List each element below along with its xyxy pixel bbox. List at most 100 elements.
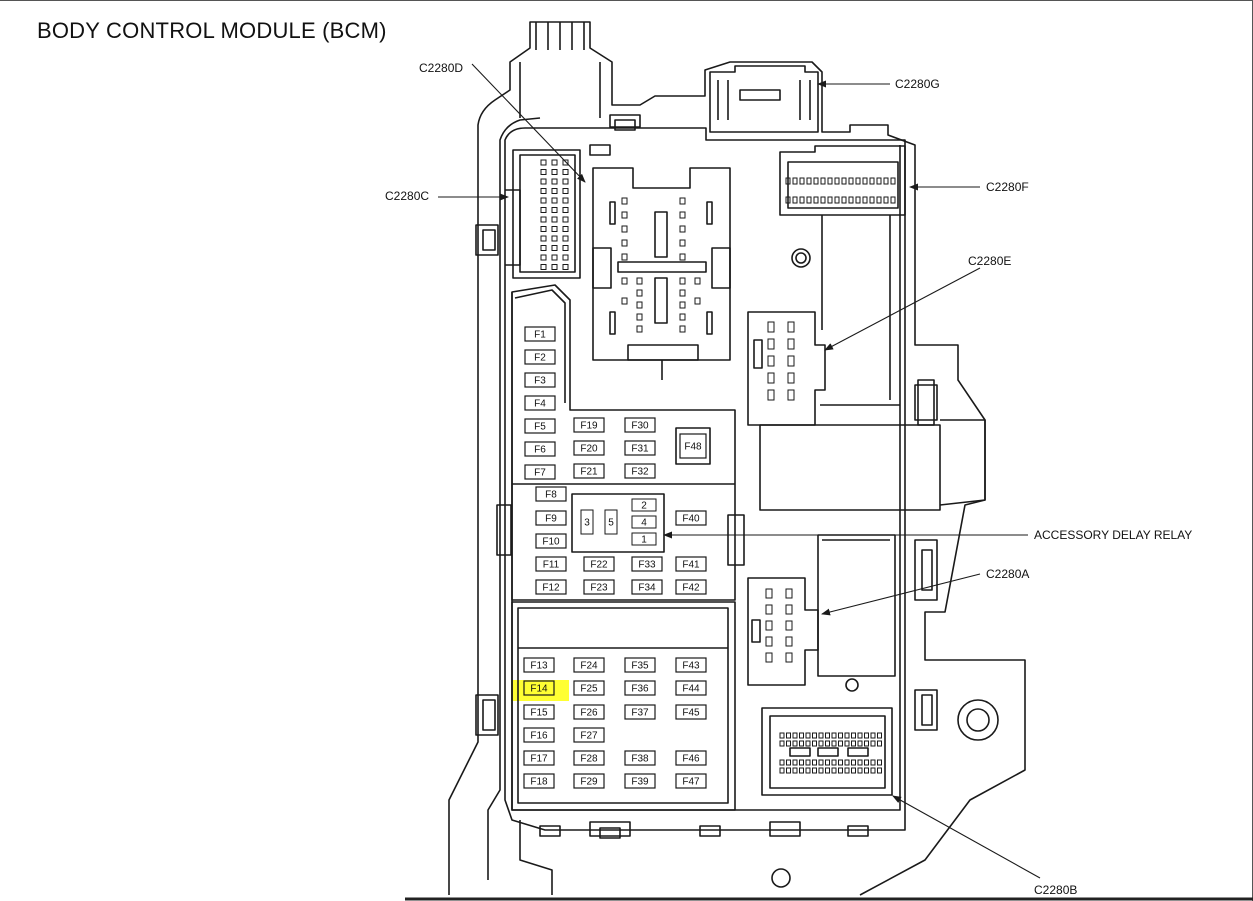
relay-pin-label: 5 [608, 518, 614, 529]
fuse-label: F11 [543, 560, 560, 571]
callout-c2280d: C2280D [419, 61, 586, 183]
fuse-f34[interactable]: F34 [631, 579, 663, 595]
callout-label: C2280A [986, 567, 1029, 581]
fuse-label: F28 [580, 754, 598, 765]
fuse-f16[interactable]: F16 [523, 727, 555, 743]
fuse-f48[interactable]: F48 [679, 433, 707, 459]
fuse-f15[interactable]: F15 [523, 704, 555, 720]
fuse-label: F32 [631, 467, 649, 478]
fuse-f40[interactable]: F40 [675, 510, 707, 526]
fuse-label: F2 [534, 353, 546, 364]
fuse-label: F21 [580, 467, 598, 478]
callout-label: C2280G [895, 77, 940, 91]
fuse-label: F45 [682, 708, 700, 719]
fuse-f37[interactable]: F37 [624, 704, 656, 720]
fuse-label: F42 [682, 583, 700, 594]
fuse-label: F18 [530, 777, 548, 788]
fuse-label: F23 [590, 583, 608, 594]
callout-c2280e: C2280E [824, 254, 1011, 351]
fuse-label: F40 [682, 514, 700, 525]
fuse-f41[interactable]: F41 [675, 556, 707, 572]
fuse-f33[interactable]: F33 [631, 556, 663, 572]
fuse-f10[interactable]: F10 [535, 533, 567, 549]
fuse-f8[interactable]: F8 [535, 486, 567, 502]
fuse-label: F15 [530, 708, 548, 719]
fuse-f24[interactable]: F24 [573, 657, 605, 673]
fuse-label: F37 [631, 708, 649, 719]
relay-pin-label: 2 [641, 501, 647, 512]
fuse-f4[interactable]: F4 [524, 395, 556, 411]
fuse-f35[interactable]: F35 [624, 657, 656, 673]
relay-pin-label: 4 [641, 518, 647, 529]
fuse-f7[interactable]: F7 [524, 464, 556, 480]
callout-label: ACCESSORY DELAY RELAY [1034, 528, 1192, 542]
fuse-f6[interactable]: F6 [524, 441, 556, 457]
fuse-f42[interactable]: F42 [675, 579, 707, 595]
fuse-f17[interactable]: F17 [523, 750, 555, 766]
fuse-f31[interactable]: F31 [624, 440, 656, 456]
fuse-f19[interactable]: F19 [573, 417, 605, 433]
fuse-f9[interactable]: F9 [535, 510, 567, 526]
fuse-label: F9 [545, 514, 557, 525]
fuse-f38[interactable]: F38 [624, 750, 656, 766]
fuse-f39[interactable]: F39 [624, 773, 656, 789]
fuse-f43[interactable]: F43 [675, 657, 707, 673]
fuse-f47[interactable]: F47 [675, 773, 707, 789]
fuse-f18[interactable]: F18 [523, 773, 555, 789]
fuse-f30[interactable]: F30 [624, 417, 656, 433]
fuse-f21[interactable]: F21 [573, 463, 605, 479]
callout-label: C2280E [968, 254, 1011, 268]
fuse-f44[interactable]: F44 [675, 680, 707, 696]
fuse-f45[interactable]: F45 [675, 704, 707, 720]
fuse-f20[interactable]: F20 [573, 440, 605, 456]
fuse-label: F16 [530, 731, 548, 742]
leader-arrow [821, 573, 981, 616]
fuse-label: F29 [580, 777, 598, 788]
callout-label: C2280D [419, 61, 463, 75]
fuse-label: F44 [682, 684, 700, 695]
fuse-f14[interactable]: F14 [523, 680, 555, 696]
fuse-f26[interactable]: F26 [573, 704, 605, 720]
fuse-label: F22 [590, 560, 608, 571]
fuse-label: F12 [542, 583, 560, 594]
fuse-f28[interactable]: F28 [573, 750, 605, 766]
leader-arrow [892, 795, 1041, 879]
fuse-label: F27 [580, 731, 598, 742]
fuse-label: F41 [682, 560, 700, 571]
fuse-label: F25 [580, 684, 598, 695]
relay-pin-1: 1 [631, 532, 657, 546]
fuse-f22[interactable]: F22 [583, 556, 615, 572]
fuse-label: F38 [631, 754, 649, 765]
fuse-f29[interactable]: F29 [573, 773, 605, 789]
fuse-f13[interactable]: F13 [523, 657, 555, 673]
relay-pin-3: 3 [580, 509, 594, 535]
fuse-f1[interactable]: F1 [524, 326, 556, 342]
callout-accessory-delay-relay: ACCESSORY DELAY RELAY [663, 528, 1192, 542]
fuse-f5[interactable]: F5 [524, 418, 556, 434]
fuse-label: F24 [580, 661, 598, 672]
fuse-f11[interactable]: F11 [535, 556, 567, 572]
fuse-f27[interactable]: F27 [573, 727, 605, 743]
fuse-f2[interactable]: F2 [524, 349, 556, 365]
fuse-f25[interactable]: F25 [573, 680, 605, 696]
fuse-label: F5 [534, 422, 546, 433]
callout-c2280f: C2280F [909, 180, 1029, 194]
fuse-label: F36 [631, 684, 649, 695]
callout-c2280a: C2280A [821, 567, 1029, 616]
fuse-label: F13 [530, 661, 548, 672]
fuse-label: F30 [631, 421, 649, 432]
relay-pin-4: 4 [631, 515, 657, 529]
fuse-label: F43 [682, 661, 700, 672]
fuse-f36[interactable]: F36 [624, 680, 656, 696]
fuse-f12[interactable]: F12 [535, 579, 567, 595]
fuse-label: F34 [638, 583, 656, 594]
fuse-label: F8 [545, 490, 557, 501]
leader-arrow [471, 63, 586, 183]
fuse-f32[interactable]: F32 [624, 463, 656, 479]
fuse-f23[interactable]: F23 [583, 579, 615, 595]
fuse-label: F39 [631, 777, 649, 788]
fuse-label: F17 [530, 754, 548, 765]
fuse-f46[interactable]: F46 [675, 750, 707, 766]
fuse-label: F14 [530, 684, 548, 695]
fuse-f3[interactable]: F3 [524, 372, 556, 388]
